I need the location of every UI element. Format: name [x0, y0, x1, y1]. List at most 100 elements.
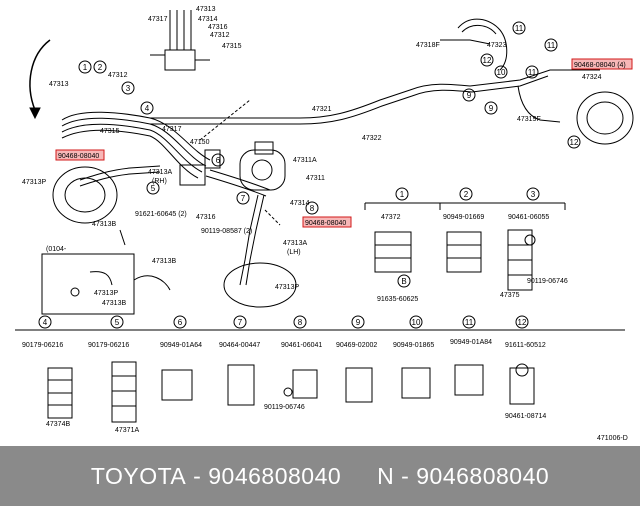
label: 91621-60645 (2): [135, 211, 187, 218]
svg-text:7: 7: [241, 194, 246, 203]
label: 47322: [362, 135, 382, 142]
label: 47313P: [22, 179, 46, 186]
svg-text:11: 11: [528, 68, 537, 77]
svg-text:3: 3: [126, 84, 131, 93]
label: 90461-06055: [508, 214, 549, 221]
label: 47321: [312, 106, 332, 113]
n-part-number: 9046808040: [416, 462, 550, 489]
svg-text:11: 11: [465, 318, 474, 327]
label: 47150: [190, 139, 210, 146]
part-number: 9046808040: [208, 462, 342, 489]
callout-10: 10: [494, 65, 508, 79]
svg-text:90468-08040: 90468-08040: [305, 220, 346, 227]
label: 47313: [196, 6, 216, 13]
label: 90464-00447: [219, 342, 260, 349]
callout-2: 2: [93, 60, 107, 74]
detail-brackets: [15, 202, 625, 331]
label: 47371A: [115, 427, 139, 434]
callout-12b: 12: [567, 135, 581, 149]
label: 47315: [100, 128, 120, 135]
label: 47372: [381, 214, 401, 221]
label: 47317: [148, 16, 168, 23]
detail-2: 2: [459, 187, 473, 201]
callout-4: 4: [140, 101, 154, 115]
label: 47313B: [92, 221, 116, 228]
callout-5: 5: [146, 181, 160, 195]
label: 90119-08587 (2): [201, 228, 252, 235]
label: 90461-06041: [281, 342, 322, 349]
svg-text:10: 10: [412, 318, 421, 327]
label: 47319F: [517, 116, 541, 123]
label: 90119-06746: [527, 278, 568, 285]
highlight-90468-08040-center: 90468-08040: [302, 216, 352, 228]
svg-text:4: 4: [145, 104, 150, 113]
callout-11b: 11: [544, 38, 558, 52]
label: (LH): [287, 249, 301, 256]
detail-12: 12: [515, 315, 529, 329]
callout-1: 1: [78, 60, 92, 74]
svg-text:90468-08040: 90468-08040: [58, 153, 99, 160]
svg-text:10: 10: [497, 68, 506, 77]
callout-9a: 9: [462, 88, 476, 102]
svg-text:12: 12: [570, 138, 579, 147]
detail-1: 1: [395, 187, 409, 201]
label: 90179-06216: [22, 342, 63, 349]
callout-9b: 9: [484, 101, 498, 115]
label: 47313P: [275, 284, 299, 291]
label: 47314: [290, 200, 310, 207]
svg-text:9: 9: [356, 318, 361, 327]
label: 47316: [196, 214, 216, 221]
svg-text:11: 11: [547, 41, 556, 50]
label: (0104-: [46, 246, 67, 253]
callout-11c: 11: [525, 65, 539, 79]
label: 47312: [108, 72, 128, 79]
label: 90469-02002: [336, 342, 377, 349]
label: 47318F: [416, 42, 440, 49]
label: 47312: [210, 32, 230, 39]
svg-text:11: 11: [515, 24, 524, 33]
label: 90461-08714: [505, 413, 546, 420]
junction-assembly: [150, 10, 210, 71]
callout-8: 8: [305, 201, 319, 215]
label: 90949-01A84: [450, 339, 492, 346]
svg-text:3: 3: [531, 190, 536, 199]
callout-12a: 12: [480, 53, 494, 67]
label: 47375: [500, 292, 520, 299]
label: 90119-06746: [264, 404, 305, 411]
detail-3: 3: [526, 187, 540, 201]
brand-name: TOYOTA: [90, 462, 187, 489]
detail-4: 4: [38, 315, 52, 329]
label: 90949-01A64: [160, 342, 202, 349]
n-prefix: N: [377, 462, 395, 489]
callout-numbers: 1 2 3 4 6 5 7 8 11 11 12 10 11 9 9 12 1 …: [38, 21, 581, 329]
inset-box: [41, 229, 171, 315]
detail-11: 11: [462, 315, 476, 329]
callout-6: 6: [211, 153, 225, 167]
label: 47311A: [293, 157, 317, 164]
detail-b: B: [397, 274, 411, 288]
diagram-id: 471006-D: [597, 435, 628, 442]
label: (RH): [152, 178, 167, 185]
label: 47313B: [102, 300, 126, 307]
svg-text:B: B: [401, 277, 406, 286]
svg-text:5: 5: [115, 318, 120, 327]
detail-5: 5: [110, 315, 124, 329]
svg-text:7: 7: [238, 318, 243, 327]
label: 91635-60625: [377, 296, 418, 303]
svg-text:2: 2: [98, 63, 103, 72]
brake-discs: [52, 91, 634, 308]
svg-text:2: 2: [464, 190, 469, 199]
label: 47311: [306, 175, 325, 182]
highlight-90468-08040-left: 90468-08040: [55, 149, 105, 161]
svg-text:6: 6: [178, 318, 183, 327]
brake-tube-diagram: 1 2 3 4 6 5 7 8 11 11 12 10 11 9 9 12 1 …: [15, 6, 634, 442]
svg-text:9: 9: [489, 104, 494, 113]
label: 47316: [208, 24, 228, 31]
part-labels: 47317 47313 47314 47316 47312 47315 4731…: [22, 6, 628, 442]
svg-text:1: 1: [400, 190, 405, 199]
brake-tube-lines: [61, 18, 600, 286]
svg-text:1: 1: [83, 63, 88, 72]
label: 47313A: [283, 240, 307, 247]
svg-text:8: 8: [298, 318, 303, 327]
